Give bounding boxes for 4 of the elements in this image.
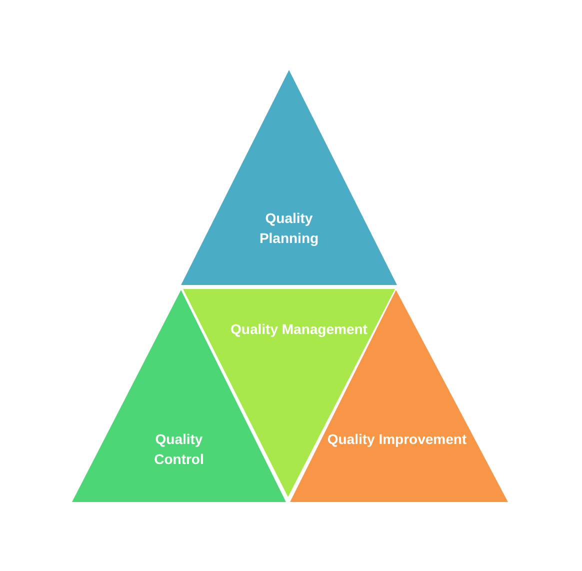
node-label: Quality Management bbox=[230, 320, 368, 339]
node-label: Quality Control bbox=[153, 430, 205, 469]
node-label: Quality Improvement bbox=[327, 430, 467, 449]
node-label: Quality Planning bbox=[258, 209, 320, 248]
